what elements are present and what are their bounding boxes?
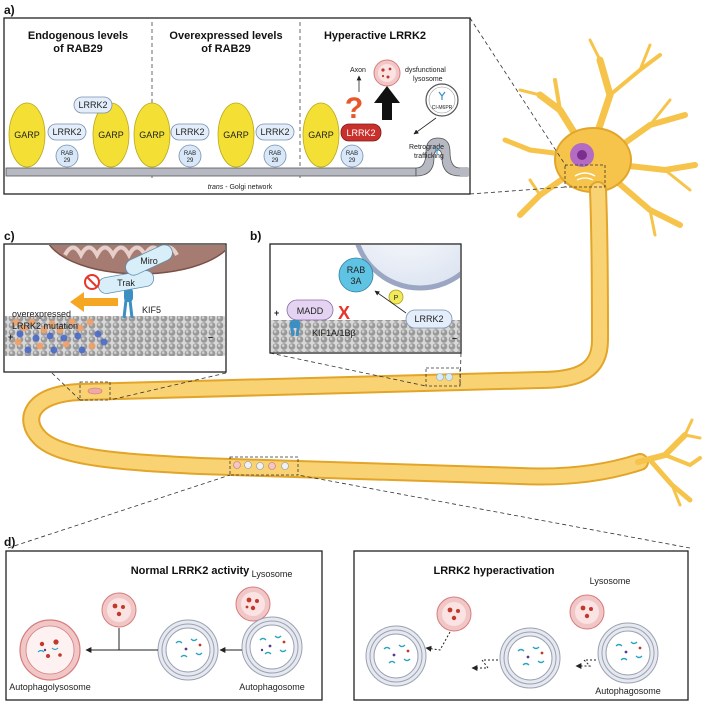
autophagosome (597, 622, 659, 684)
col3-proteins: GARP LRRK2 RAB 29 ? Axon dysfunctional l… (302, 59, 459, 168)
lrrk2-free-label: LRRK2 (78, 100, 107, 110)
axon-label: Axon (350, 67, 366, 74)
rab3a-line1: RAB (347, 265, 366, 275)
kif5-label: KIF5 (142, 305, 161, 315)
col2-title-line1: Overexpressed levels (169, 30, 282, 42)
lysosome (569, 594, 605, 630)
microtubule (5, 316, 225, 356)
rab3a-line2: 3A (350, 276, 361, 286)
tgn-label: trans - Golgi network (208, 184, 273, 191)
dysfunctional-line2: lysosome (413, 76, 443, 83)
panel-label-d: d) (4, 535, 15, 549)
golgi-zoom-box (564, 164, 606, 188)
zoom-box-c (79, 381, 111, 401)
rab29-line2: 29 (187, 158, 194, 164)
panel-d-left: Normal LRRK2 activity Lysosome Autophago… (5, 550, 323, 701)
col1-title-line2: of RAB29 (53, 43, 103, 55)
autophagosome (241, 616, 303, 678)
red-x: X (338, 303, 350, 323)
plus-end: + (8, 332, 13, 342)
lrrk2-label: LRRK2 (175, 127, 204, 137)
rab29-line1: RAB (61, 151, 73, 157)
autophagosome-label: Autophagosome (239, 682, 305, 692)
col3-title: Hyperactive LRRK2 (324, 30, 426, 42)
mutation-line1: overexpressed (12, 309, 71, 319)
mutation-line2: LRRK2 mutation (12, 321, 78, 331)
retrograde-line1: Retrograde (409, 144, 444, 151)
rab29-line1: RAB (346, 151, 358, 157)
lysosome (235, 586, 271, 622)
question-mark: ? (345, 92, 363, 125)
panel-c: Trak Miro KIF5 overexpressed LRRK2 mutat… (3, 243, 227, 373)
soma (554, 127, 632, 193)
autophagosome (365, 625, 427, 687)
left-title: Normal LRRK2 activity (131, 565, 250, 577)
autophagosome (157, 619, 219, 681)
rab29-line2: 29 (64, 158, 71, 164)
minus-end: – (208, 332, 213, 342)
lysosome-label: Lysosome (590, 576, 631, 586)
madd-label: MADD (297, 306, 324, 316)
up-arrow (374, 86, 400, 120)
panel-b: RAB 3A P LRRK2 MADD X KIF1A/1Bβ + – (269, 243, 462, 354)
col2-proteins: GARP GARP LRRK2 RAB 29 LRRK2 RAB 29 (133, 102, 295, 168)
axon-terminals (635, 418, 702, 507)
kif1a-label: KIF1A/1Bβ (312, 328, 356, 338)
panel-a: Endogenous levels of RAB29 Overexpressed… (3, 17, 471, 195)
minus-end-b: – (452, 333, 457, 343)
ci-m6pr-label: CI-M6PR (432, 105, 453, 111)
lrrk2-label-b: LRRK2 (414, 314, 443, 324)
lrrk2-hyper-label: LRRK2 (346, 128, 375, 138)
rab29-line2: 29 (272, 158, 279, 164)
autophagosome (499, 627, 561, 689)
autophagolysosome (19, 619, 81, 681)
right-title: LRRK2 hyperactivation (433, 565, 554, 577)
phosphate-label: P (394, 295, 399, 302)
panel-label-a: a) (4, 3, 15, 17)
lrrk2-label: LRRK2 (52, 127, 81, 137)
col1-proteins: GARP GARP LRRK2 RAB 29 LRRK2 (8, 96, 130, 168)
panel-d-right: LRRK2 hyperactivation Lysosome Autophago… (353, 550, 689, 701)
garp-label: GARP (308, 130, 334, 140)
garp-label: GARP (98, 130, 124, 140)
zoom-connectors (7, 17, 691, 549)
rab29-line1: RAB (184, 151, 196, 157)
col2-title-line2: of RAB29 (201, 43, 251, 55)
lysosome (101, 592, 137, 628)
miro-label: Miro (140, 256, 158, 266)
tgn-membrane (5, 167, 417, 177)
vesicle (355, 245, 460, 291)
orange-arrow (70, 292, 118, 312)
retrograde-line2: trafficking (414, 153, 444, 160)
autophagosome-label: Autophagosome (595, 686, 661, 696)
lysosome (436, 596, 472, 632)
lysosome-label: Lysosome (252, 569, 293, 579)
garp-label: GARP (139, 130, 165, 140)
garp-label: GARP (223, 130, 249, 140)
trak-label: Trak (117, 278, 135, 288)
neuron-illustration (22, 38, 702, 507)
rab29-line2: 29 (349, 158, 356, 164)
autophagolysosome-label: Autophagolysosome (9, 682, 91, 692)
panel-label-b: b) (250, 229, 261, 243)
plus-end-b: + (274, 308, 279, 318)
prohibition-icon (84, 274, 100, 290)
col1-title-line1: Endogenous levels (28, 30, 128, 42)
dysfunctional-line1: dysfunctional (405, 67, 446, 74)
panel-label-c: c) (4, 229, 15, 243)
lrrk2-label: LRRK2 (260, 127, 289, 137)
rab29-line1: RAB (269, 151, 281, 157)
garp-label: GARP (14, 130, 40, 140)
zoom-box-d (229, 456, 299, 476)
